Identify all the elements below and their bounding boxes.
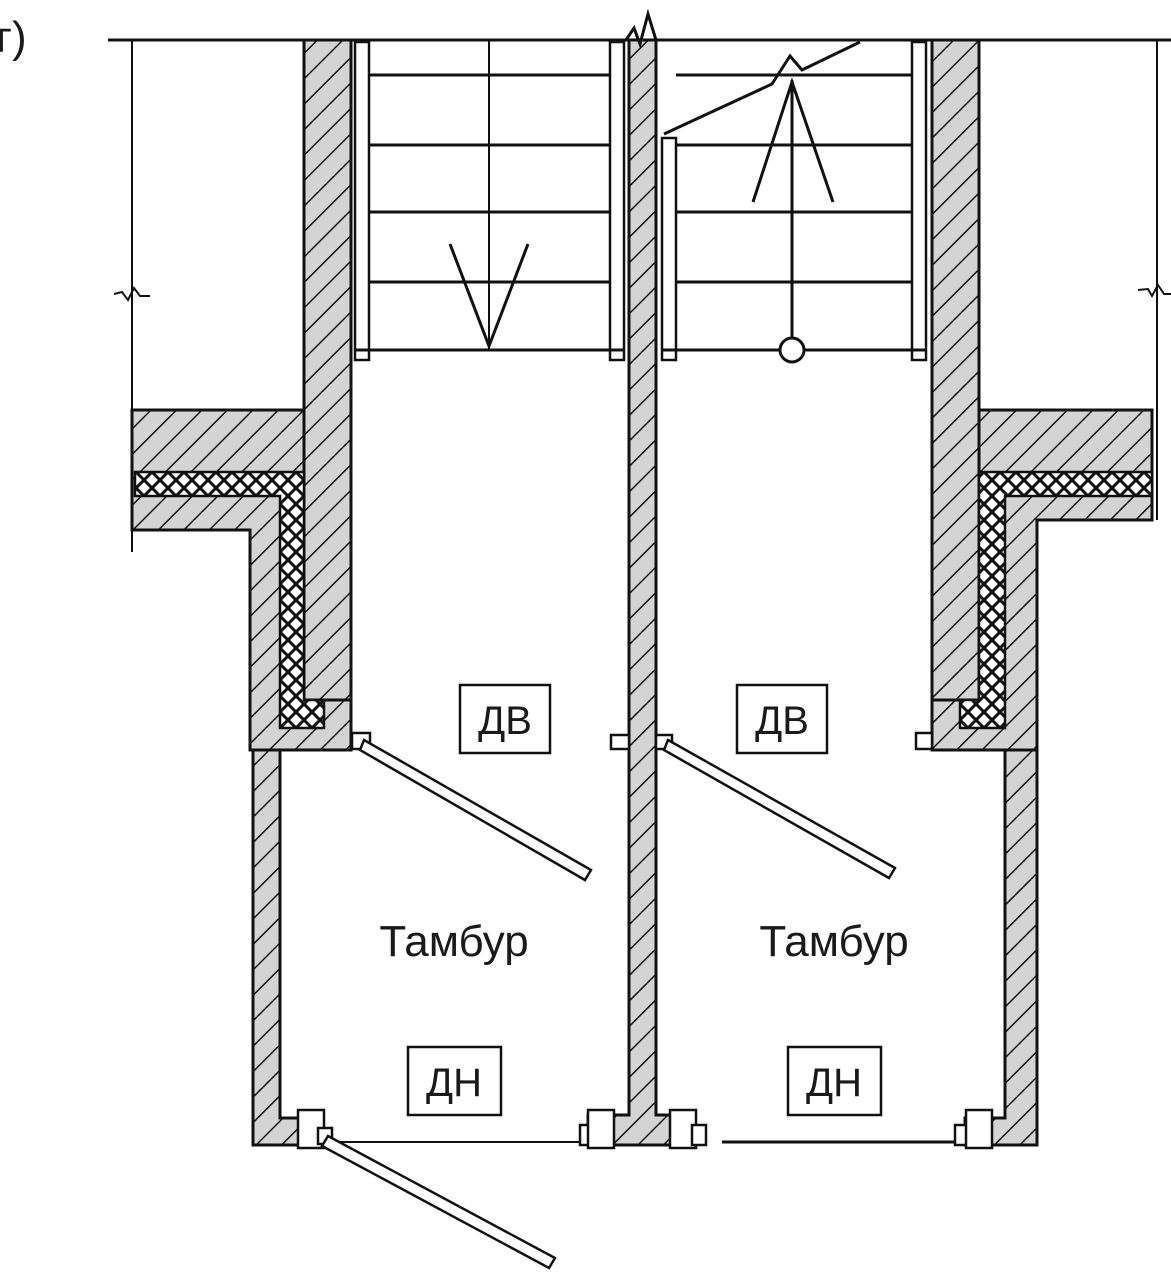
door-tag-outer-right: ДН bbox=[786, 1045, 883, 1117]
svg-text:ДВ: ДВ bbox=[478, 699, 532, 743]
level-mark bbox=[778, 336, 806, 364]
svg-text:ДН: ДН bbox=[806, 1061, 862, 1105]
dimension-right bbox=[1137, 40, 1171, 520]
right-stair-flight bbox=[660, 40, 928, 362]
right-outer-wall bbox=[930, 408, 1154, 1147]
outer-center-door-frames bbox=[578, 1108, 708, 1150]
outer-right-door-frame bbox=[953, 1108, 994, 1150]
svg-text:ДН: ДН bbox=[426, 1061, 482, 1105]
break-line bbox=[663, 40, 861, 136]
door-tag-inner-left: ДВ bbox=[458, 683, 552, 755]
stair-direction-up-arrow bbox=[751, 77, 835, 364]
door-tag-inner-right: ДВ bbox=[735, 683, 829, 755]
door-tag-outer-left: ДН bbox=[406, 1045, 503, 1117]
stair-direction-down-arrow bbox=[448, 243, 530, 351]
outer-left-door-leaf[interactable] bbox=[320, 1134, 557, 1270]
inner-right-door-leaf[interactable] bbox=[662, 738, 897, 880]
right-stair-wall bbox=[930, 38, 981, 705]
inner-right-door-frame bbox=[914, 731, 934, 751]
inner-center-door-frame-left bbox=[609, 733, 631, 751]
room-label-left: Тамбур bbox=[379, 917, 528, 966]
left-stair-wall bbox=[302, 38, 353, 705]
svg-text:ДВ: ДВ bbox=[755, 699, 809, 743]
room-label-right: Тамбур bbox=[759, 917, 908, 966]
inner-left-door-leaf[interactable] bbox=[358, 738, 593, 882]
left-stair-flight bbox=[353, 40, 626, 362]
central-wall bbox=[586, 8, 697, 1147]
figure-label: г) bbox=[0, 13, 27, 62]
